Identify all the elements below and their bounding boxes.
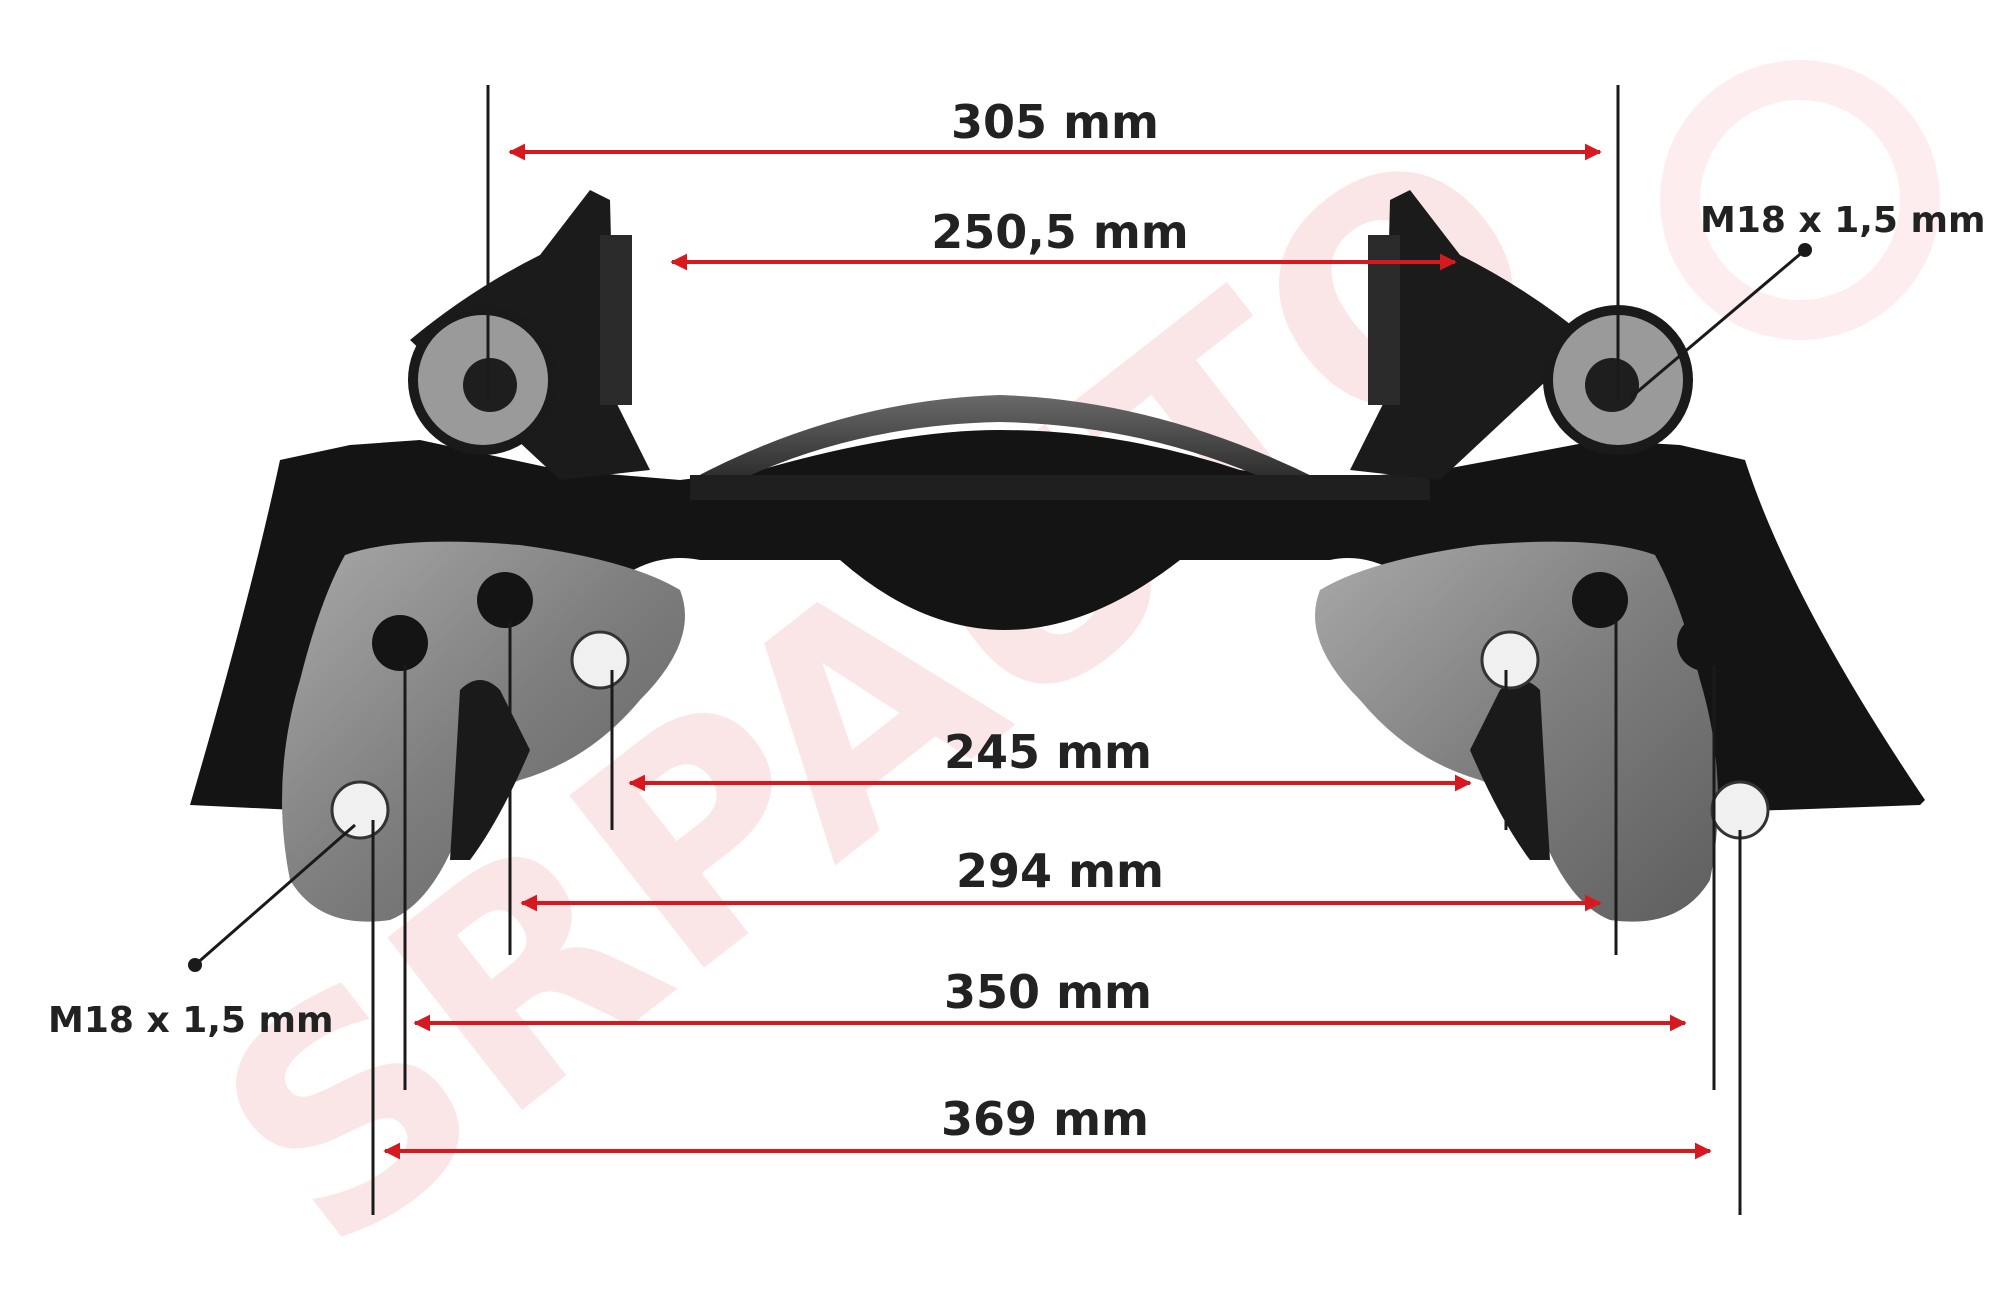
left-pad-abutment: [600, 235, 632, 405]
thread-callout-bottom-left: M18 x 1,5 mm: [48, 823, 356, 1041]
right-pin-hole: [1585, 358, 1639, 412]
leader-dot-bottom-left: [188, 958, 202, 972]
dim-label-305: 305 mm: [951, 95, 1159, 149]
left-pin-hole: [463, 358, 517, 412]
watermark-ring: [1660, 60, 1940, 340]
dim-label-350: 350 mm: [944, 965, 1152, 1019]
thread-label-bottom-left: M18 x 1,5 mm: [48, 1000, 334, 1041]
extension-lines: [371, 85, 1742, 1215]
dimension-arrows: [383, 143, 1712, 1160]
left-hole-upper-inner: [477, 572, 533, 628]
left-hole-lower-inner: [570, 630, 630, 690]
dim-label-250-5: 250,5 mm: [931, 205, 1188, 259]
carrier-crossbar: [690, 475, 1430, 500]
thread-label-top-right: M18 x 1,5 mm: [1700, 200, 1986, 241]
dim-label-294: 294 mm: [956, 844, 1164, 898]
thread-callout-top-right: M18 x 1,5 mm: [1629, 200, 1986, 400]
leader-dot-top-right: [1798, 243, 1812, 257]
left-hole-upper-outer: [372, 615, 428, 671]
carrier-body: [190, 430, 1925, 815]
brake-carrier: [190, 190, 1925, 922]
carrier-bridge: [690, 395, 1320, 495]
leader-top-right: [1629, 248, 1806, 400]
dim-label-369: 369 mm: [941, 1092, 1149, 1146]
right-hole-upper-outer: [1677, 615, 1733, 671]
right-face-rib: [1470, 680, 1550, 860]
left-hole-lower-outer: [330, 780, 390, 840]
right-hole-lower-inner: [1480, 630, 1540, 690]
leader-bottom-left: [194, 823, 356, 967]
right-hole-lower-outer: [1710, 780, 1770, 840]
dim-label-245: 245 mm: [944, 725, 1152, 779]
right-hole-upper-inner: [1572, 572, 1628, 628]
